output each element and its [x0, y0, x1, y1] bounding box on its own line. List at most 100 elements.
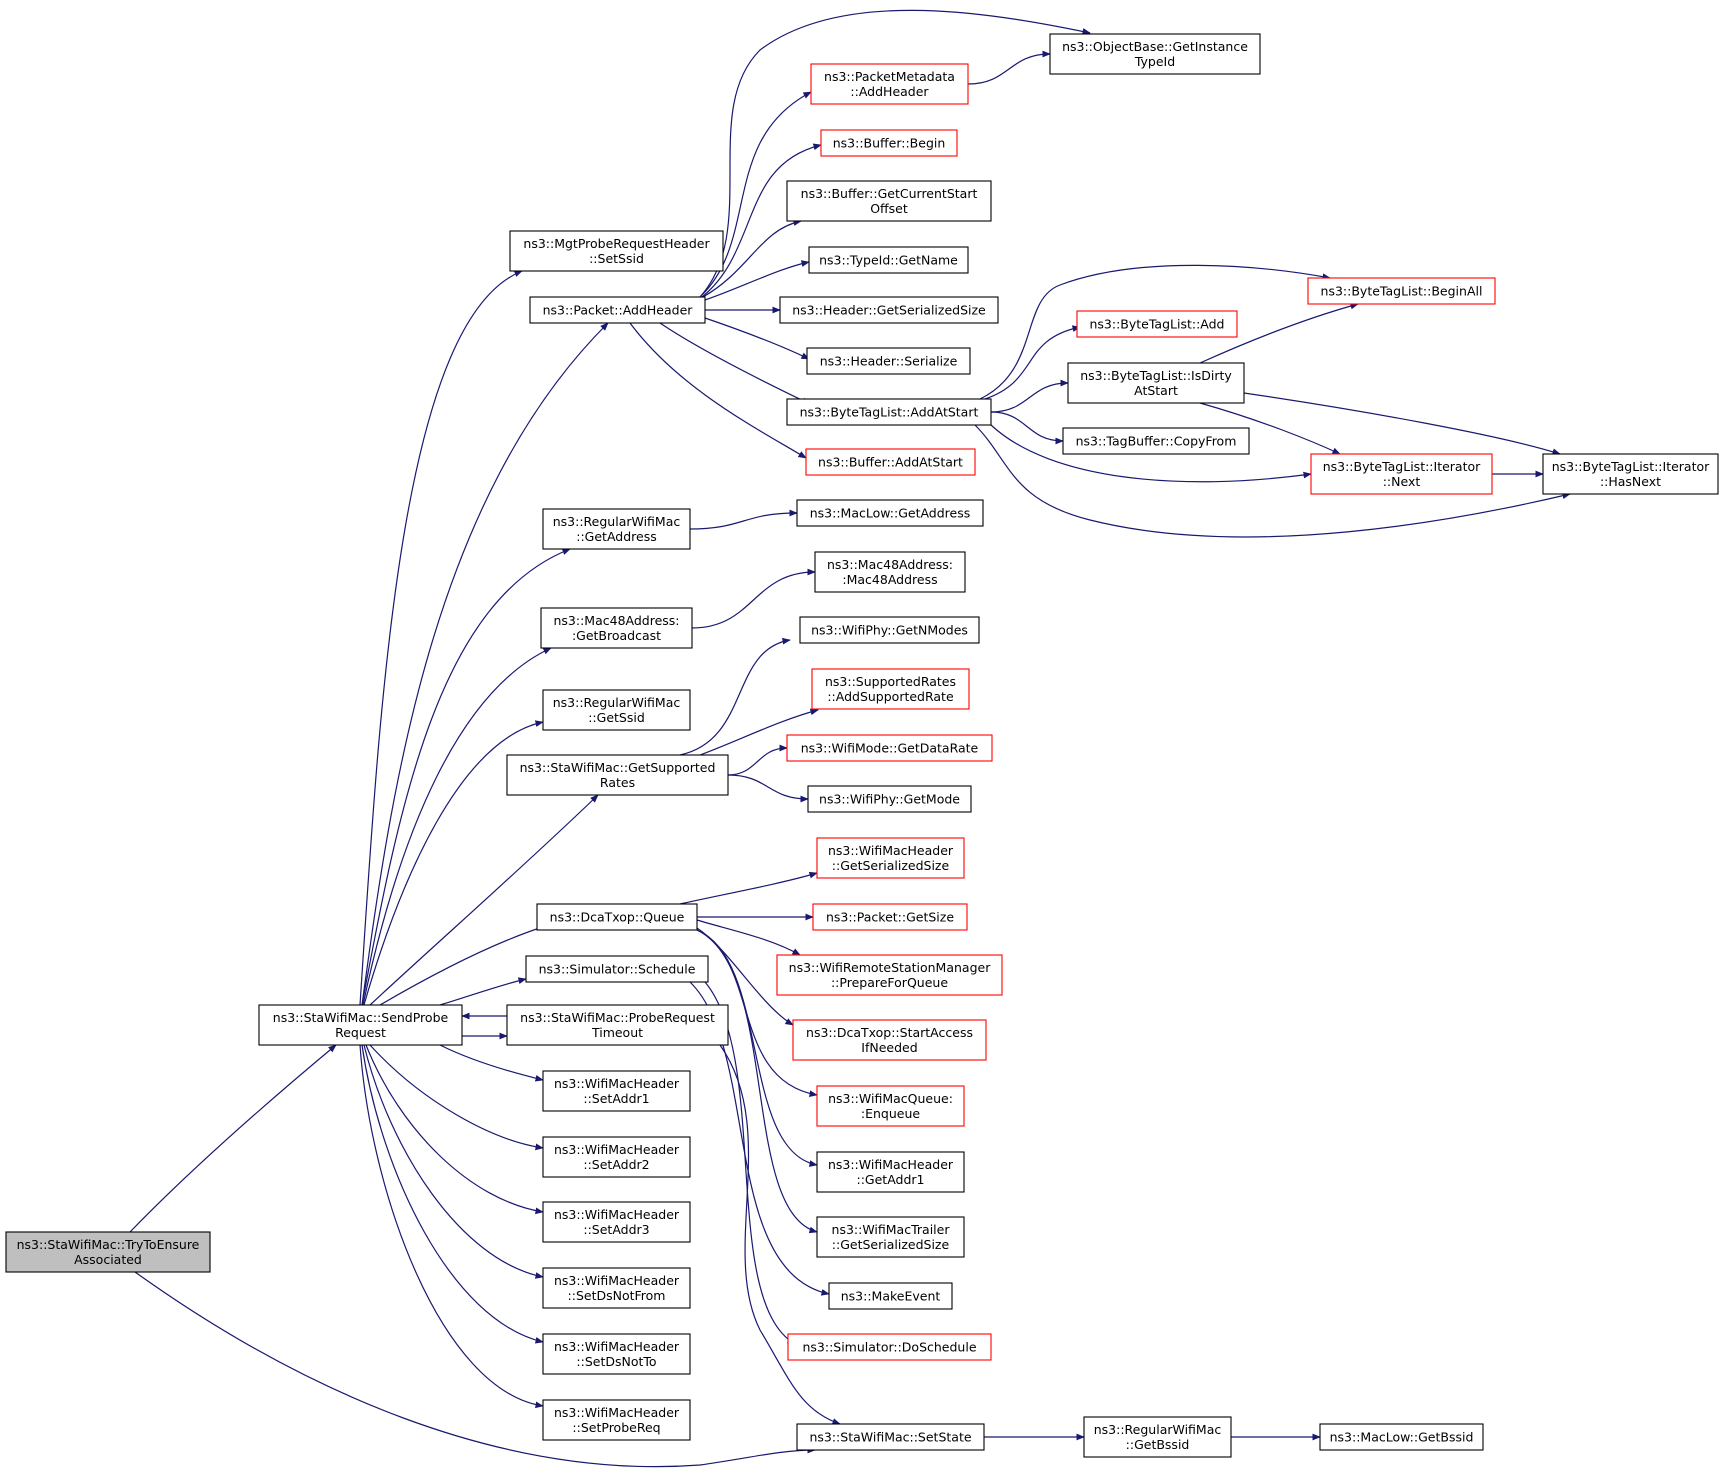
node-maclowgetaddr[interactable]: ns3::MacLow::GetAddress: [796, 499, 984, 527]
node-maclowgetbssid[interactable]: ns3::MacLow::GetBssid: [1319, 1423, 1484, 1451]
edge-sendprobe-to-schedule: [439, 977, 527, 1006]
edge-sendprobe-to-setdsnotto: [361, 1044, 544, 1344]
node-setstate[interactable]: ns3::StaWifiMac::SetState: [796, 1423, 985, 1451]
node-setprobereq[interactable]: ns3::WifiMacHeader::SetProbeReq: [542, 1399, 691, 1441]
node-label: ns3::WifiMacTrailer: [832, 1222, 951, 1237]
edges-layer: [129, 9, 1571, 1468]
node-mac48ctor[interactable]: ns3::Mac48Address::Mac48Address: [814, 551, 966, 593]
node-label: :Mac48Address: [842, 572, 937, 587]
node-label: ::GetSsid: [588, 710, 645, 725]
node-label: ns3::WifiMacHeader: [554, 1405, 680, 1420]
node-pmaddheader[interactable]: ns3::PacketMetadata::AddHeader: [810, 63, 969, 105]
edge-getsupported-to-getnmodes: [679, 637, 791, 756]
node-doschedule[interactable]: ns3::Simulator::DoSchedule: [787, 1333, 992, 1361]
node-btlbeginall[interactable]: ns3::ByteTagList::BeginAll: [1307, 277, 1496, 305]
node-tagcopyfrom[interactable]: ns3::TagBuffer::CopyFrom: [1062, 427, 1250, 455]
node-label: ns3::PacketMetadata: [824, 69, 955, 84]
edge-queue-to-prepqueue: [696, 919, 801, 956]
node-label: ns3::ByteTagList::BeginAll: [1321, 284, 1483, 299]
node-pktgetsize[interactable]: ns3::Packet::GetSize: [812, 903, 968, 931]
node-label: ns3::WifiPhy::GetNModes: [811, 623, 968, 638]
node-label: ns3::ByteTagList::IsDirty: [1080, 368, 1232, 383]
node-typeidname[interactable]: ns3::TypeId::GetName: [808, 246, 969, 274]
node-box: [1307, 277, 1496, 305]
node-box: [812, 903, 968, 931]
edge-sendprobe-to-addheader: [361, 322, 609, 1006]
edge-sendprobe-to-getaddress: [361, 548, 571, 1006]
node-addsuprate[interactable]: ns3::SupportedRates::AddSupportedRate: [811, 668, 970, 710]
nodes-layer: ns3::StaWifiMac::TryToEnsureAssociatedns…: [5, 33, 1719, 1458]
node-setdsnotto[interactable]: ns3::WifiMacHeader::SetDsNotTo: [542, 1333, 691, 1375]
node-btlitnext[interactable]: ns3::ByteTagList::Iterator::Next: [1310, 453, 1493, 495]
node-label: ns3::MacLow::GetBssid: [1330, 1430, 1474, 1445]
node-getmode[interactable]: ns3::WifiPhy::GetMode: [807, 785, 972, 813]
node-setssid[interactable]: ns3::MgtProbeRequestHeader::SetSsid: [509, 230, 724, 272]
node-label: ns3::StaWifiMac::SendProbe: [273, 1010, 449, 1025]
node-setaddr1[interactable]: ns3::WifiMacHeader::SetAddr1: [542, 1070, 691, 1112]
node-label: ::GetSerializedSize: [832, 858, 950, 873]
node-setaddr2[interactable]: ns3::WifiMacHeader::SetAddr2: [542, 1136, 691, 1178]
node-schedule[interactable]: ns3::Simulator::Schedule: [525, 955, 709, 983]
node-label: Rates: [600, 775, 635, 790]
node-hdrserialize[interactable]: ns3::Header::Serialize: [806, 347, 971, 375]
edge-btladdatstart-to-btladd: [984, 325, 1081, 400]
node-bufbegin[interactable]: ns3::Buffer::Begin: [820, 129, 958, 157]
node-enqueue[interactable]: ns3::WifiMacQueue::Enqueue: [816, 1085, 965, 1127]
node-getbssid[interactable]: ns3::RegularWifiMac::GetBssid: [1083, 1416, 1232, 1458]
node-label: ns3::StaWifiMac::ProbeRequest: [520, 1010, 715, 1025]
node-label: ns3::WifiMacHeader: [554, 1339, 680, 1354]
node-box: [799, 616, 980, 644]
node-box: [1062, 427, 1250, 455]
node-box: [806, 347, 971, 375]
node-trailersize[interactable]: ns3::WifiMacTrailer::GetSerializedSize: [816, 1216, 965, 1258]
node-getaddress[interactable]: ns3::RegularWifiMac::GetAddress: [542, 508, 691, 550]
edge-btladdatstart-to-tagcopyfrom: [990, 411, 1064, 445]
node-box: [776, 954, 1003, 996]
node-label: ::SetAddr3: [583, 1222, 649, 1237]
node-box: [1049, 33, 1261, 75]
node-getdatarate[interactable]: ns3::WifiMode::GetDataRate: [786, 734, 993, 762]
node-getbroadcast[interactable]: ns3::Mac48Address::GetBroadcast: [540, 607, 693, 649]
node-hdrsersize[interactable]: ns3::Header::GetSerializedSize: [779, 296, 999, 324]
node-getssid[interactable]: ns3::RegularWifiMac::GetSsid: [542, 689, 691, 731]
node-bufaddatstart[interactable]: ns3::Buffer::AddAtStart: [805, 448, 976, 476]
node-btladd[interactable]: ns3::ByteTagList::Add: [1076, 310, 1238, 338]
node-prepqueue[interactable]: ns3::WifiRemoteStationManager::PrepareFo…: [776, 954, 1003, 996]
node-box: [1067, 362, 1245, 404]
node-label: ns3::Packet::GetSize: [826, 910, 954, 925]
node-box: [805, 448, 976, 476]
node-addheader[interactable]: ns3::Packet::AddHeader: [529, 296, 706, 324]
edge-btladdatstart-to-btlisdirty: [990, 379, 1069, 413]
edge-sendprobe-to-getssid: [363, 720, 544, 1006]
node-makeevent[interactable]: ns3::MakeEvent: [828, 1282, 953, 1310]
edge-sendprobe-to-getbroadcast: [362, 647, 552, 1006]
node-wmhsersize[interactable]: ns3::WifiMacHeader::GetSerializedSize: [816, 837, 965, 879]
node-box: [525, 955, 709, 983]
node-label: ns3::ObjectBase::GetInstance: [1062, 39, 1248, 54]
node-setaddr3[interactable]: ns3::WifiMacHeader::SetAddr3: [542, 1201, 691, 1243]
node-label: ::AddSupportedRate: [827, 689, 954, 704]
node-box: [816, 1216, 965, 1258]
node-label: ns3::WifiMacHeader: [554, 1076, 680, 1091]
node-btladdatstart[interactable]: ns3::ByteTagList::AddAtStart: [786, 398, 992, 426]
node-queue[interactable]: ns3::DcaTxop::Queue: [536, 903, 698, 931]
node-box: [536, 903, 698, 931]
node-getnmodes[interactable]: ns3::WifiPhy::GetNModes: [799, 616, 980, 644]
node-setdsnotfrom[interactable]: ns3::WifiMacHeader::SetDsNotFrom: [542, 1267, 691, 1309]
node-box: [258, 1004, 463, 1046]
node-label: ::SetDsNotFrom: [568, 1288, 666, 1303]
node-getaddr1[interactable]: ns3::WifiMacHeader::GetAddr1: [816, 1151, 965, 1193]
node-label: ns3::DcaTxop::StartAccess: [806, 1025, 973, 1040]
edge-sendprobe-to-queue: [379, 924, 550, 1006]
node-btlithasnext[interactable]: ns3::ByteTagList::Iterator::HasNext: [1542, 453, 1719, 495]
node-label: ns3::RegularWifiMac: [553, 514, 681, 529]
node-box: [792, 1019, 987, 1061]
